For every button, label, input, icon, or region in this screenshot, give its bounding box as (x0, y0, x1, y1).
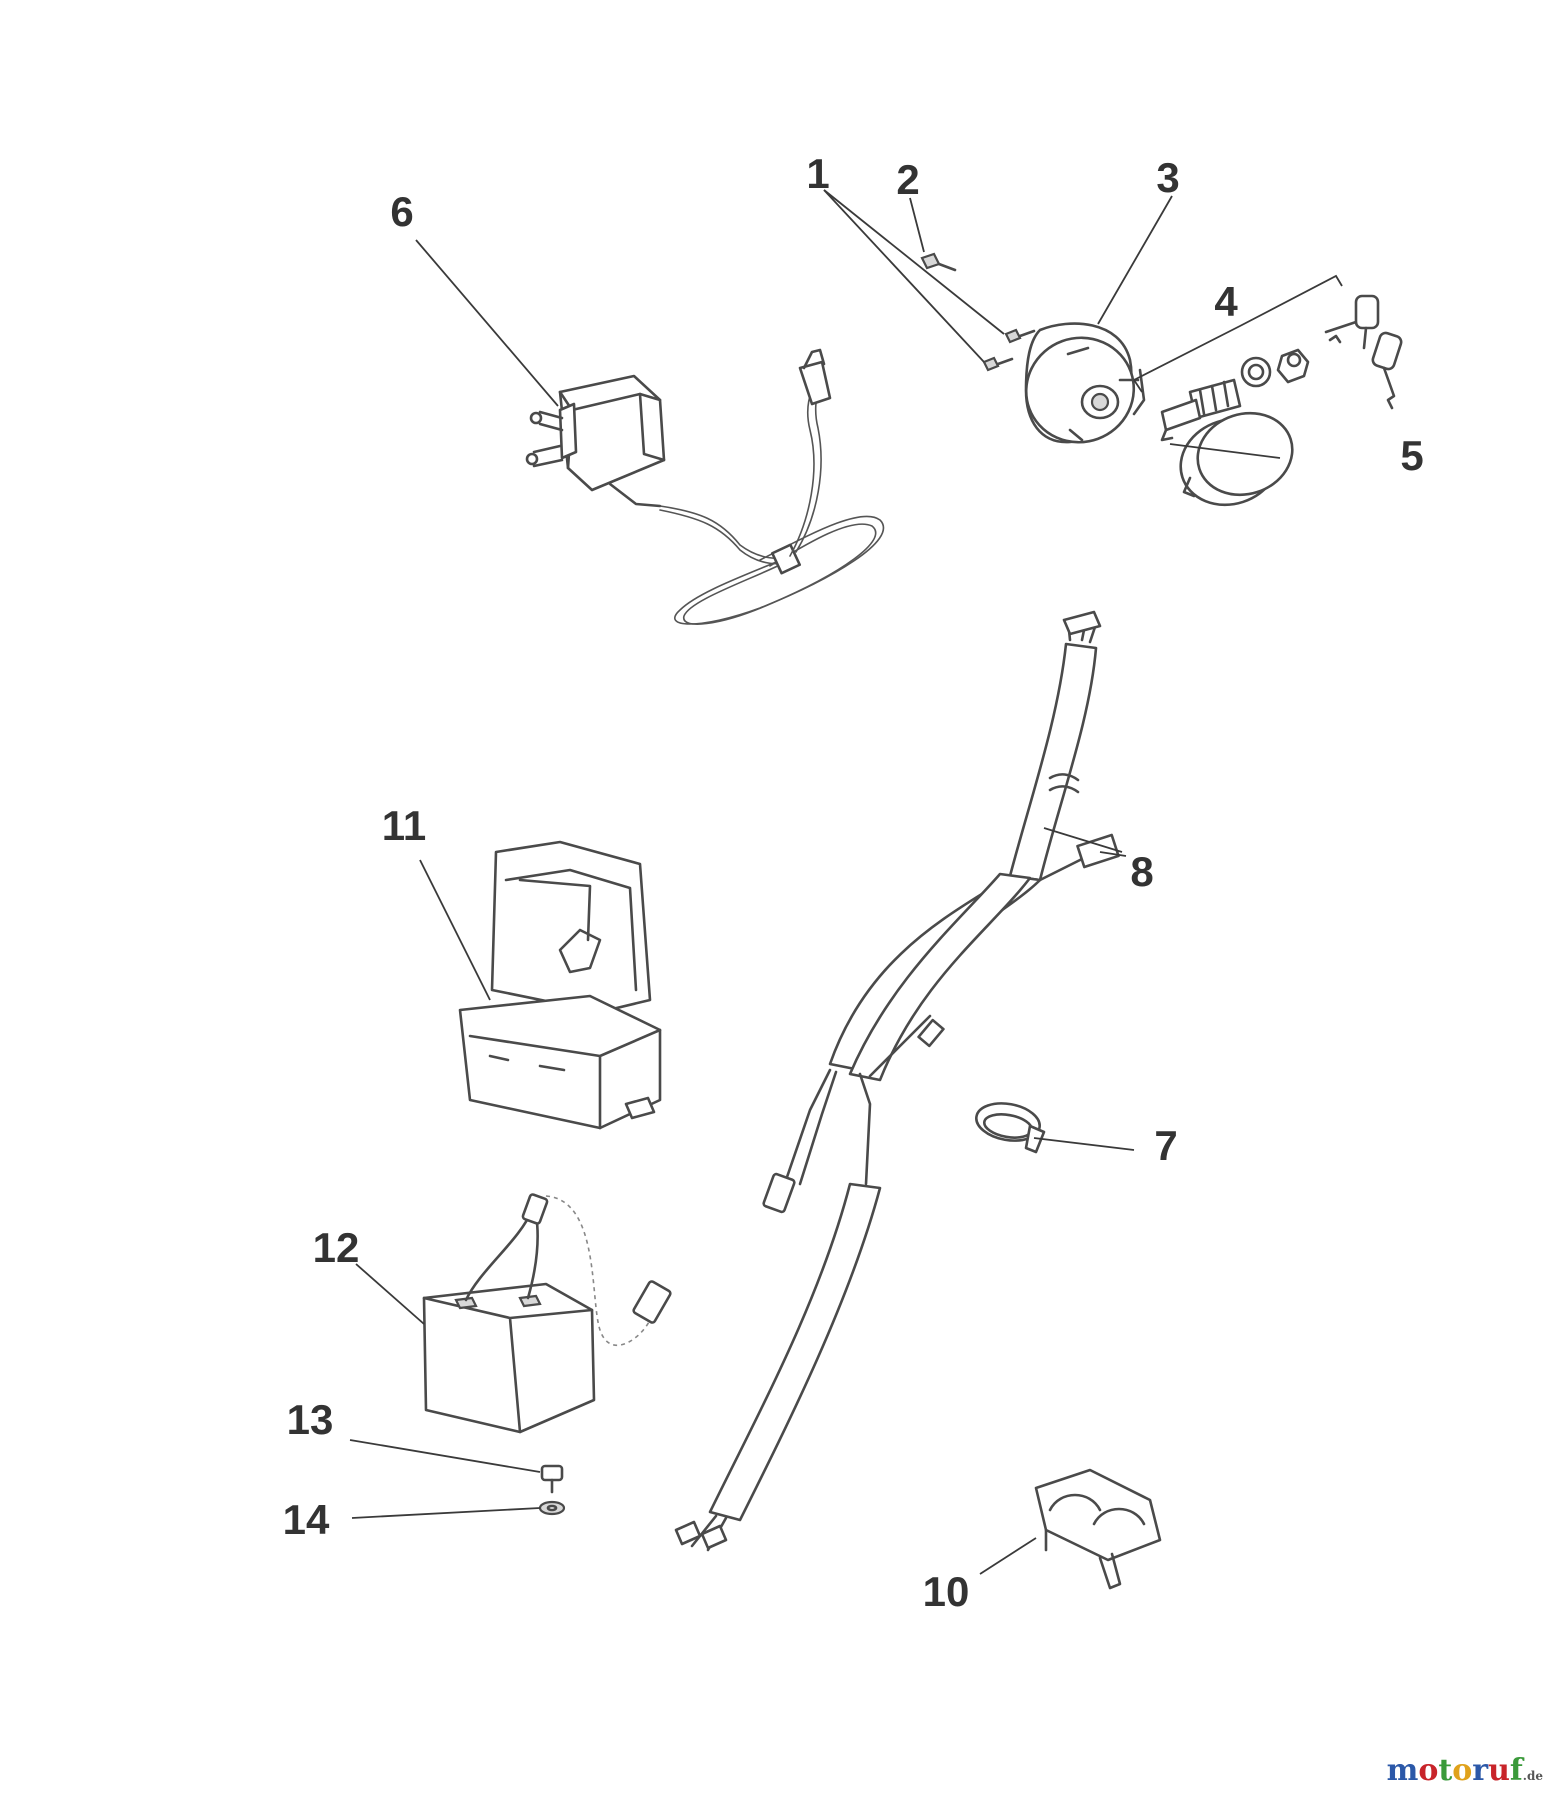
callout-5: 5 (1400, 432, 1424, 479)
watermark-letter: u (1488, 1753, 1510, 1788)
nut-icon (540, 1464, 564, 1494)
watermark-letter: o (1452, 1753, 1473, 1788)
watermark-letter: o (1418, 1753, 1439, 1788)
callout-10: 10 (922, 1568, 970, 1615)
cable-clip-icon (1034, 1468, 1162, 1590)
screw-icon (920, 252, 957, 272)
watermark-letter: t (1438, 1753, 1453, 1788)
callout-3: 3 (1156, 154, 1180, 201)
leader-lines (349, 189, 1281, 1575)
callout-12: 12 (312, 1224, 360, 1271)
watermark-letter: f (1509, 1753, 1523, 1788)
screw-pair-icon (982, 328, 1036, 372)
callout-4: 4 (1214, 278, 1238, 325)
callout-14: 14 (282, 1496, 330, 1543)
callout-2: 2 (896, 156, 920, 203)
cable-tie-icon (975, 1102, 1046, 1154)
charger-plug-icon (525, 348, 885, 625)
callout-1: 1 (806, 150, 830, 197)
watermark-suffix: .de (1522, 1769, 1543, 1783)
wiring-harness-icon (674, 610, 1120, 1552)
battery-box-icon (458, 840, 662, 1130)
ignition-switch-housing-icon (1024, 322, 1146, 444)
washer-icon (538, 1500, 566, 1516)
callout-7: 7 (1154, 1122, 1178, 1169)
watermark-letter: r (1472, 1753, 1489, 1788)
callout-8: 8 (1130, 848, 1154, 895)
watermark-logo: motoruf.de (1387, 1756, 1543, 1786)
callout-13: 13 (286, 1396, 334, 1443)
ignition-lock-keys-icon (1133, 274, 1403, 442)
battery-icon (422, 1193, 672, 1434)
callout-6: 6 (390, 188, 414, 235)
callout-11: 11 (381, 802, 427, 849)
watermark-letter: m (1386, 1753, 1419, 1788)
